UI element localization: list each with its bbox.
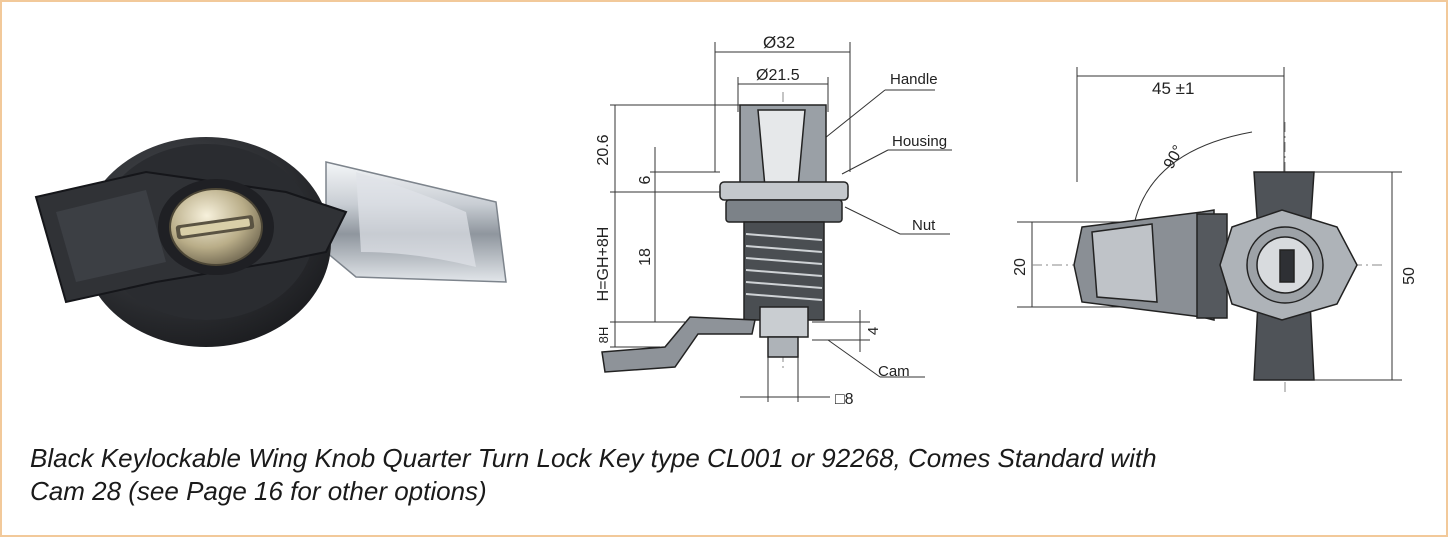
caption-line-2: Cam 28 (see Page 16 for other options): [30, 476, 487, 506]
dim-width: 20: [1012, 258, 1029, 276]
label-nut: Nut: [912, 217, 936, 234]
dim-inner-diameter: Ø21.5: [756, 67, 800, 84]
label-cam: Cam: [878, 363, 910, 380]
side-view-drawing: 45 ±1 90° 20 50: [1012, 67, 1418, 392]
dim-cam-thickness: 4: [865, 327, 882, 335]
dim-total-height: 20.6: [595, 134, 612, 165]
label-handle: Handle: [890, 71, 938, 88]
dim-h-formula: H=GH+8H: [595, 227, 612, 302]
dim-square: □8: [835, 391, 854, 408]
dim-height: 50: [1401, 267, 1418, 285]
dim-bh: 8H: [596, 327, 611, 344]
dim-body: 18: [637, 248, 654, 266]
dim-housing: 6: [637, 175, 654, 184]
caption-line-1: Black Keylockable Wing Knob Quarter Turn…: [30, 443, 1157, 473]
dim-length: 45 ±1: [1152, 79, 1194, 98]
dim-angle: 90°: [1161, 143, 1188, 172]
front-view-drawing: Ø32 Ø21.5 20.6 6 18 H=GH+8H 8H 4 □8 Hand…: [595, 33, 952, 408]
dim-outer-diameter: Ø32: [763, 33, 795, 52]
label-housing: Housing: [892, 133, 947, 150]
product-caption: Black Keylockable Wing Knob Quarter Turn…: [30, 442, 1420, 508]
product-photo: [34, 137, 507, 347]
